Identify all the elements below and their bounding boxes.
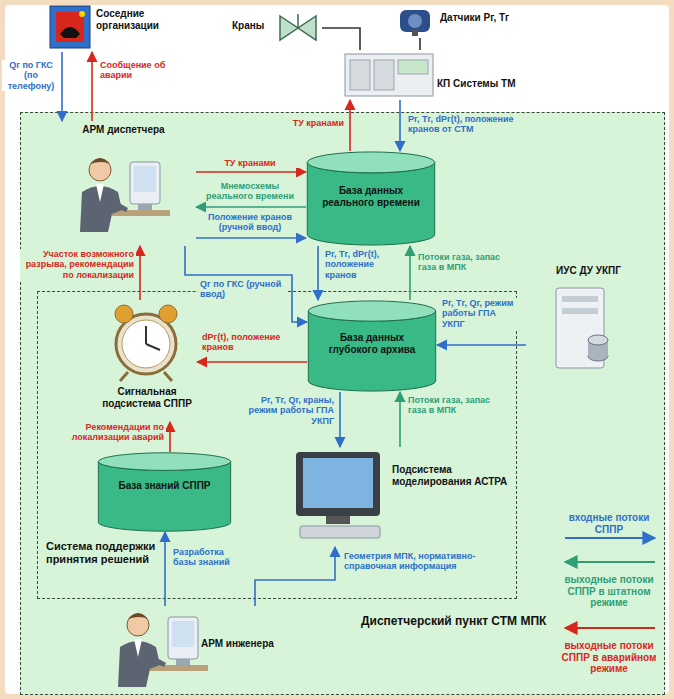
legend-text: входные потоки СППР (553, 512, 665, 535)
flow-arrow (197, 361, 307, 363)
flow-arrow (349, 100, 351, 151)
flow-label: Мнемосхемы реального времени (200, 181, 300, 202)
flow-label: Потоки газа, запас газа в МПК (406, 395, 508, 416)
flow-arrow (169, 422, 171, 452)
flow-label: Потоки газа, запас газа в МПК (416, 252, 511, 273)
legend-text: выходные потоки СППР в аварийном режиме (553, 640, 665, 675)
flow-arrow (91, 52, 93, 121)
region-title: Диспетчерский пункт СТМ МПК (361, 615, 551, 629)
flow-label: Разработка базы знаний (171, 547, 251, 568)
node-label: КП Системы ТМ (437, 78, 525, 90)
flow-arrow (339, 392, 341, 447)
flow-arrow (322, 28, 360, 50)
flow-arrow (419, 38, 421, 50)
database-cylinder: База данных глубокого архива (307, 300, 437, 392)
database-cylinder: База данных реального времени (306, 151, 436, 246)
node-label: Подсистема моделирования АСТРА (392, 464, 510, 487)
legend-swatch (565, 537, 655, 539)
legend-swatch (565, 561, 655, 563)
node-label: База данных глубокого архива (317, 332, 427, 355)
flow-label: Pг, Tг, Qг, режим работы ГПА УКПГ (440, 298, 520, 329)
flow-label: Pг, Tг, dPг(t), положение кранов от СТМ (406, 114, 528, 135)
node-label: База данных реального времени (316, 185, 426, 208)
flow-label: Pг, Tг, dPг(t), положение кранов (323, 249, 395, 280)
flow-arrow (317, 246, 319, 300)
flow-label: Pг, Tг, Qг, краны, режим работы ГПА УКПГ (230, 395, 336, 426)
flow-arrow (409, 246, 411, 300)
node-label: АРМ диспетчера (51, 124, 196, 136)
cylinder-outline (97, 452, 232, 532)
flow-label: Положение кранов (ручной ввод) (200, 212, 300, 233)
flow-label: Сообщение об аварии (98, 60, 180, 81)
flow-label: ТУ кранами (282, 118, 346, 128)
flow-arrow (196, 206, 306, 208)
flow-arrow (164, 532, 166, 606)
node-label: АРМ инженера (201, 638, 289, 650)
flow-arrow (139, 246, 141, 300)
flow-arrow (196, 171, 306, 173)
flow-label: Геометрия МПК, нормативно-справочная инф… (342, 551, 502, 572)
component: АРМ диспетчера (51, 121, 196, 246)
region-title: Система поддержки принятия решений (46, 540, 158, 565)
node-label: База знаний СППР (107, 480, 222, 492)
legend-swatch (565, 627, 655, 629)
flow-arrow (196, 237, 306, 239)
flow-label: ТУ кранами (200, 158, 300, 168)
flow-arrow (399, 100, 401, 151)
flow-label: Рекомендации по локализации аварий (40, 422, 166, 443)
node-label: Сигнальная подсистема СППР (97, 386, 197, 409)
flow-label: Qг по ГКС (по телефону) (2, 60, 60, 91)
node-label: Датчики Pг, Tг (440, 12, 530, 24)
flow-arrow (399, 392, 401, 447)
flow-label: Участок возможного разрыва, рекомендации… (20, 249, 136, 280)
flow-arrow (61, 52, 63, 121)
node-label: Соседние организации (96, 8, 170, 31)
flow-label: Qг по ГКС (ручной ввод) (198, 279, 286, 300)
legend-text: выходные потоки СППР в штатном режиме (553, 574, 665, 609)
node-label: Краны (232, 20, 276, 32)
flow-label: dPг(t), положение кранов (200, 332, 302, 353)
node-label: ИУС ДУ УКПГ (526, 265, 651, 277)
database-cylinder: База знаний СППР (97, 452, 232, 532)
flow-arrow (437, 344, 526, 346)
